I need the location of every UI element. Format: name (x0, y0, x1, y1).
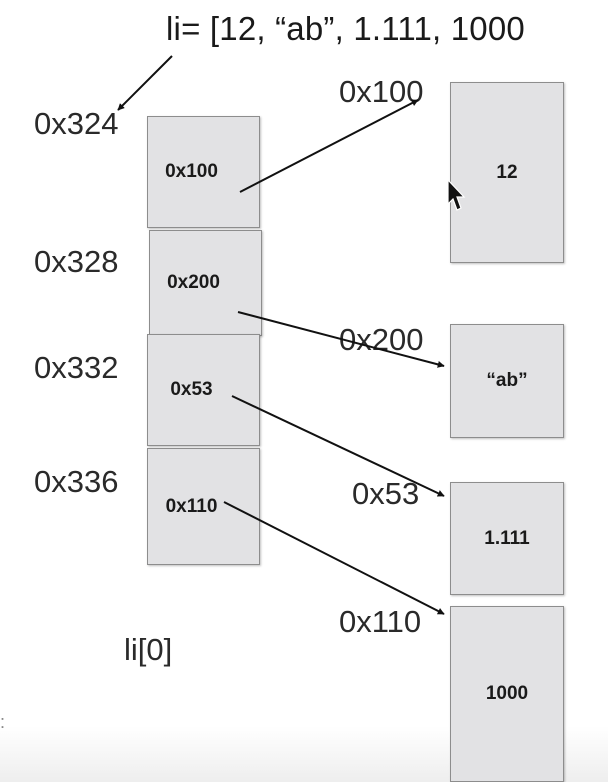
object-value-3: 1000 (485, 683, 529, 704)
list-cell-address-2: 0x332 (34, 350, 119, 385)
object-value-0: 12 (496, 161, 518, 183)
object-box-0: 12 (450, 82, 564, 263)
arrow-cell-0-to-object-0 (239, 99, 419, 193)
index-access-label: li[0] (124, 632, 173, 667)
mouse-cursor-icon (447, 178, 466, 211)
list-cell-value-1: 0x200 (167, 272, 220, 293)
object-box-1: “ab” (450, 324, 564, 438)
object-value-1: “ab” (486, 370, 528, 391)
object-address-0: 0x100 (339, 74, 424, 109)
object-box-3: 1000 (450, 606, 564, 782)
list-cell-address-1: 0x328 (34, 244, 119, 279)
list-cell-address-0: 0x324 (34, 106, 119, 141)
object-address-3: 0x110 (339, 604, 422, 639)
list-cell-address-3: 0x336 (34, 464, 119, 499)
list-cell-value-2: 0x53 (170, 379, 213, 400)
list-cell-0: 0x100 (147, 116, 260, 228)
object-box-2: 1.111 (450, 482, 564, 595)
list-cell-value-0: 0x100 (165, 161, 218, 182)
arrow-cell-1-to-object-1 (237, 311, 445, 368)
edge-mark: : (0, 712, 6, 732)
arrow-cell-2-to-object-2 (231, 395, 445, 497)
object-value-2: 1.111 (484, 527, 530, 549)
list-cell-value-3: 0x110 (165, 495, 218, 517)
list-cell-2: 0x53 (147, 334, 260, 446)
list-literal-title: li= [12, “ab”, 1.111, 1000 (166, 10, 525, 47)
arrow-title-to-list (117, 55, 173, 111)
object-address-2: 0x53 (352, 476, 420, 511)
arrow-cell-3-to-object-3 (223, 501, 445, 615)
list-cell-3: 0x110 (147, 448, 260, 565)
list-cell-1: 0x200 (149, 230, 262, 336)
